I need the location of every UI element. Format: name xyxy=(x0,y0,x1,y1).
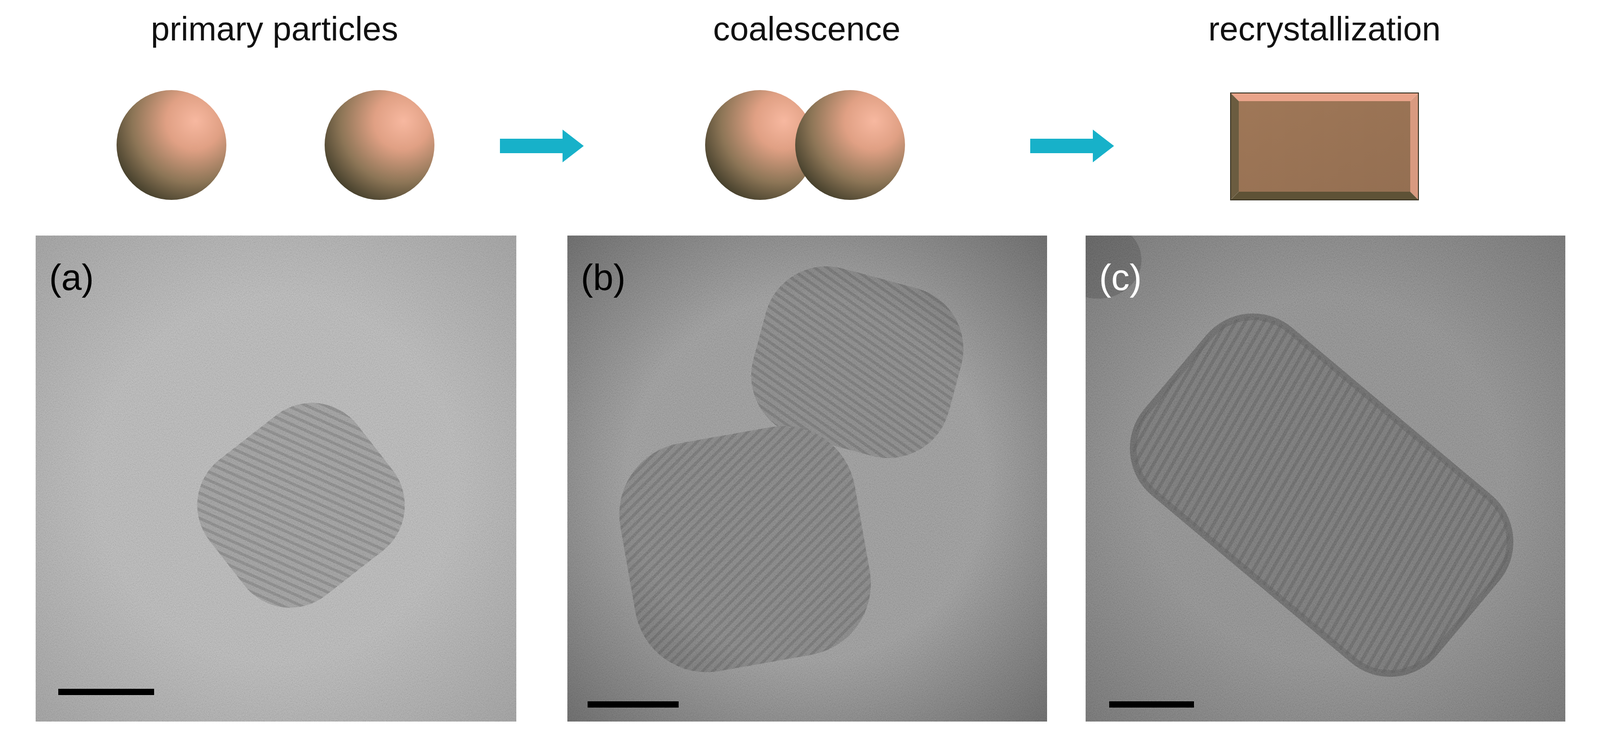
bevel-bottom xyxy=(1230,191,1419,200)
crystal-face xyxy=(1238,101,1411,192)
bevel-top xyxy=(1230,92,1419,102)
vignette xyxy=(1085,235,1566,722)
bevel-right xyxy=(1410,92,1419,200)
process-arrow xyxy=(499,129,584,163)
scale-bar xyxy=(1109,701,1194,708)
panel-label: (b) xyxy=(580,259,626,296)
primary-particle xyxy=(116,90,227,200)
stage-title: primary particles xyxy=(91,9,458,49)
tem-background xyxy=(567,235,1048,722)
panel-label: (c) xyxy=(1099,259,1142,296)
image-noise xyxy=(1085,235,1566,722)
panel-label: (a) xyxy=(49,259,94,296)
stage-group: coalescence xyxy=(626,9,988,212)
vignette xyxy=(35,235,517,722)
stage-group: recrystallization xyxy=(1156,9,1493,212)
primary-particle xyxy=(324,90,435,200)
scale-bar xyxy=(587,701,679,708)
bevel-left xyxy=(1230,92,1239,200)
tem-background xyxy=(35,235,517,722)
coalescing-particle xyxy=(795,90,905,200)
stage-title: recrystallization xyxy=(1156,9,1493,49)
tem-panel xyxy=(1085,235,1566,722)
crystal-outline xyxy=(1230,92,1419,200)
stage-title: coalescence xyxy=(626,9,988,49)
process-arrow xyxy=(1030,129,1115,163)
image-noise xyxy=(35,235,517,722)
vignette xyxy=(567,235,1048,722)
stage-group: primary particles xyxy=(91,9,458,212)
recrystallized-crystal xyxy=(1230,92,1419,200)
scale-bar xyxy=(58,688,155,696)
tem-panel xyxy=(567,235,1048,722)
image-noise xyxy=(567,235,1048,722)
tem-panel xyxy=(35,235,517,722)
tem-background xyxy=(1085,235,1566,722)
